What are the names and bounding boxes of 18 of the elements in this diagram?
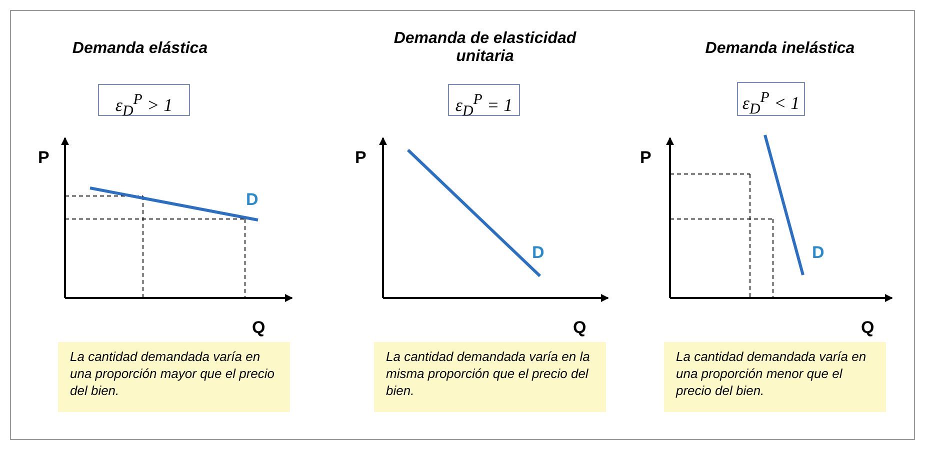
axis-label: P (38, 148, 50, 168)
explanation-note: La cantidad demandada varía en la misma proporción que el precio del bien. (374, 342, 606, 412)
axis-label: Q (573, 318, 586, 338)
panel-heading: Demanda elástica (71, 40, 209, 58)
panel-heading: Demanda inelástica (704, 40, 856, 58)
curve-label: D (812, 243, 824, 263)
elasticity-formula: ε$_{D}$$^{P}$ > 1 (98, 84, 190, 116)
explanation-note: La cantidad demandada varía en una proporción menor que el precio del bien. (664, 342, 886, 412)
axis-label: P (640, 148, 652, 168)
axis-label: P (355, 148, 366, 168)
elasticity-formula: ε$_{D}$$^{P}$ = 1 (448, 84, 520, 116)
panel-heading: Demanda de elasticidad unitaria (392, 30, 578, 66)
curve-label: D (246, 190, 258, 210)
explanation-note: La cantidad demandada varía en una proporción mayor que el precio del bien. (58, 342, 290, 412)
axis-label: Q (861, 318, 874, 338)
curve-label: D (532, 243, 544, 263)
elasticity-formula: ε$_{D}$$^{P}$ < 1 (737, 82, 805, 116)
axis-label: Q (252, 318, 266, 338)
